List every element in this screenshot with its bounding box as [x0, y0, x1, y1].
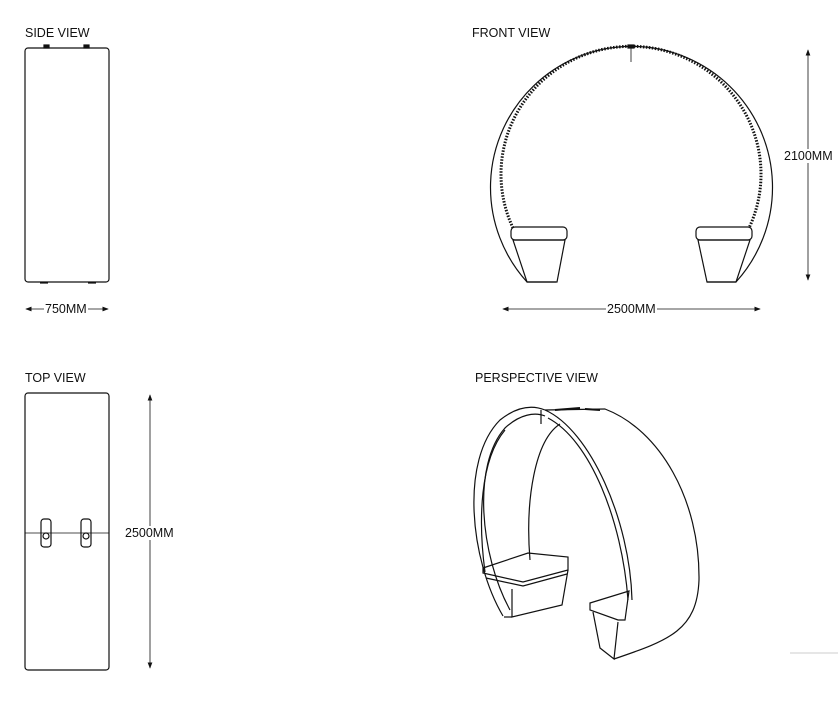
front-view-height-dimension: 2100MM [783, 149, 834, 163]
perspective-view-drawing [473, 406, 838, 661]
side-view-drawing [24, 44, 110, 312]
front-view-width-dimension: 2500MM [606, 302, 657, 316]
top-view-length-dimension: 2500MM [124, 526, 175, 540]
side-view-title: SIDE VIEW [25, 26, 90, 40]
front-view-title: FRONT VIEW [472, 26, 551, 40]
top-view-title: TOP VIEW [25, 371, 86, 385]
side-view-width-dimension: 750MM [44, 302, 88, 316]
front-view-drawing [489, 44, 811, 312]
perspective-view-title: PERSPECTIVE VIEW [475, 371, 598, 385]
